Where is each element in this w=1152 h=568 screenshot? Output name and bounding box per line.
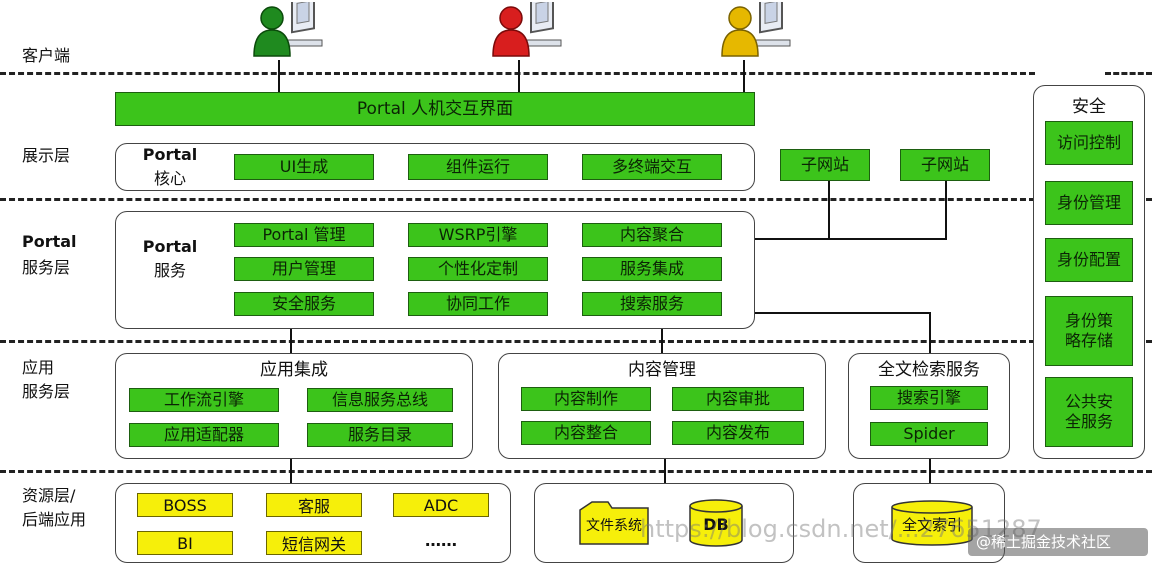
separator-application bbox=[0, 470, 1152, 473]
search-service-item: Spider bbox=[870, 422, 988, 446]
connector-subsite-1 bbox=[828, 181, 830, 239]
security-item: 身份策略存储 bbox=[1045, 296, 1133, 366]
portal-service-item: 个性化定制 bbox=[408, 257, 548, 281]
watermark-brand: @稀土掘金技术社区 bbox=[976, 533, 1112, 551]
index-database-icon bbox=[890, 499, 974, 547]
search-service-item: 搜索引擎 bbox=[870, 386, 988, 410]
portal-service-item: 内容聚合 bbox=[582, 223, 722, 247]
portal-service-item: 安全服务 bbox=[234, 292, 374, 316]
portal-ui-bar: Portal 人机交互界面 bbox=[115, 92, 755, 126]
connector-search-horizontal bbox=[755, 312, 931, 314]
portal-service-item: WSRP引擎 bbox=[408, 223, 548, 247]
layer-label-portal-service-1: Portal bbox=[22, 232, 77, 251]
connector-search-vertical bbox=[929, 312, 931, 353]
connector-subsite-2 bbox=[945, 181, 947, 239]
subsite-box: 子网站 bbox=[900, 149, 990, 181]
separator-client-right bbox=[1105, 72, 1152, 75]
content-mgmt-item: 内容整合 bbox=[521, 421, 651, 445]
portal-service-item: Portal 管理 bbox=[234, 223, 374, 247]
app-integration-item: 工作流引擎 bbox=[129, 388, 279, 412]
connector-user-red bbox=[518, 60, 520, 92]
portal-service-item: 用户管理 bbox=[234, 257, 374, 281]
layer-label-resource-2: 后端应用 bbox=[22, 510, 87, 529]
connector-subsites-horizontal bbox=[755, 238, 947, 240]
content-mgmt-item: 内容审批 bbox=[672, 387, 804, 411]
portal-service-subtitle: 服务 bbox=[153, 261, 186, 280]
resource-item: 客服 bbox=[266, 493, 362, 517]
portal-service-item: 协同工作 bbox=[408, 292, 548, 316]
resource-panel-content bbox=[534, 483, 794, 563]
portal-core-title: Portal bbox=[142, 145, 198, 164]
db-label: DB bbox=[703, 515, 729, 534]
resource-item: BI bbox=[137, 531, 233, 555]
security-item: 访问控制 bbox=[1045, 121, 1133, 165]
portal-core-item: UI生成 bbox=[234, 154, 374, 180]
separator-client bbox=[0, 72, 1035, 75]
resource-item: 短信网关 bbox=[266, 531, 362, 555]
layer-label-presentation: 展示层 bbox=[22, 146, 71, 165]
separator-presentation bbox=[0, 198, 1035, 201]
index-label: 全文索引 bbox=[901, 516, 962, 534]
watermark-badge bbox=[968, 528, 1148, 556]
user-yellow-icon bbox=[716, 0, 796, 60]
filesystem-label: 文件系统 bbox=[586, 518, 642, 534]
resource-item: ADC bbox=[393, 493, 489, 517]
separator-portal-service bbox=[0, 340, 1035, 343]
subsite-box: 子网站 bbox=[780, 149, 870, 181]
content-mgmt-item: 内容发布 bbox=[672, 421, 804, 445]
connector-search-resource bbox=[929, 459, 931, 483]
security-item: 身份配置 bbox=[1045, 238, 1133, 282]
user-green-icon bbox=[248, 0, 328, 60]
layer-label-application-2: 服务层 bbox=[22, 382, 71, 401]
app-integration-item: 应用适配器 bbox=[129, 423, 279, 447]
app-integration-item: 服务目录 bbox=[307, 423, 453, 447]
database-icon bbox=[688, 498, 744, 548]
connector-content-resource bbox=[664, 459, 666, 483]
layer-label-resource-1: 资源层/ bbox=[22, 486, 76, 505]
portal-core-subtitle: 核心 bbox=[153, 169, 186, 188]
resource-item: BOSS bbox=[137, 493, 233, 517]
layer-label-portal-service-2: 服务层 bbox=[22, 258, 71, 277]
connector-portal-app bbox=[290, 329, 292, 353]
security-item: 公共安全服务 bbox=[1045, 377, 1133, 447]
portal-service-item: 服务集成 bbox=[582, 257, 722, 281]
content-mgmt-item: 内容制作 bbox=[521, 387, 651, 411]
resource-more: …… bbox=[425, 531, 457, 550]
portal-core-item: 多终端交互 bbox=[582, 154, 722, 180]
folder-icon bbox=[578, 500, 650, 546]
app-integration-title: 应用集成 bbox=[260, 360, 328, 380]
user-red-icon bbox=[487, 0, 567, 60]
security-title: 安全 bbox=[1072, 97, 1106, 117]
portal-core-item: 组件运行 bbox=[408, 154, 548, 180]
layer-label-application-1: 应用 bbox=[22, 358, 55, 377]
portal-service-title: Portal bbox=[142, 237, 198, 256]
security-item: 身份管理 bbox=[1045, 181, 1133, 225]
connector-portal-content bbox=[661, 329, 663, 353]
layer-label-client: 客户端 bbox=[22, 46, 71, 65]
content-mgmt-title: 内容管理 bbox=[628, 360, 696, 380]
connector-user-green bbox=[278, 60, 280, 92]
app-integration-item: 信息服务总线 bbox=[307, 388, 453, 412]
connector-user-yellow bbox=[743, 60, 745, 92]
connector-app-resource bbox=[290, 459, 292, 483]
portal-service-item: 搜索服务 bbox=[582, 292, 722, 316]
search-service-title: 全文检索服务 bbox=[878, 360, 980, 380]
